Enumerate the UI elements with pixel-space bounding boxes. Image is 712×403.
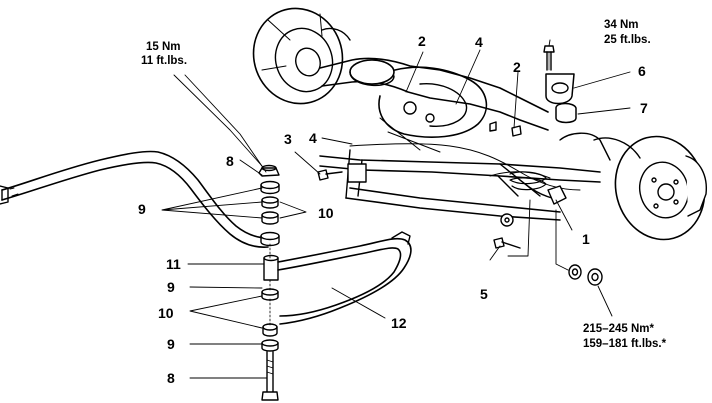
callout-9-bottom: 9: [167, 336, 175, 352]
stabilizer-bar-top: [0, 150, 269, 248]
leader-lines: [161, 39, 631, 379]
callout-8-top: 8: [226, 153, 234, 169]
left-brake-rotor: [252, 7, 351, 105]
callout-10-lower: 10: [158, 305, 174, 321]
callout-labels: 15 Nm 11 ft.lbs. 34 Nm 25 ft.lbs. 215–24…: [138, 19, 667, 386]
stabilizer-bar-lower-12: [277, 231, 412, 325]
callout-9-top: 9: [138, 201, 146, 217]
rear-axle-housing: [319, 57, 549, 153]
callout-6: 6: [638, 63, 646, 79]
axle-nut-torque-nm: 215–245 Nm*: [583, 323, 654, 335]
coil-spring: [509, 171, 547, 191]
right-brake-rotor: [559, 132, 707, 241]
callout-2-upper: 2: [418, 33, 426, 49]
loose-hardware: [317, 121, 603, 286]
callout-2-right: 2: [513, 59, 521, 75]
bracket-bolt-torque-nm: 34 Nm: [604, 19, 639, 31]
callout-5: 5: [480, 286, 488, 302]
callout-4-upper: 4: [475, 34, 483, 50]
callout-8-bottom: 8: [167, 370, 175, 386]
callout-11: 11: [166, 256, 181, 272]
callout-4-left: 4: [309, 130, 317, 146]
callout-10-upper: 10: [318, 205, 334, 221]
callout-12: 12: [391, 315, 407, 331]
callout-3: 3: [284, 131, 292, 147]
stabilizer-nut-torque-nm: 15 Nm: [146, 41, 181, 53]
bushing-bracket-6-7: [543, 45, 577, 124]
callout-9-middle: 9: [167, 279, 175, 295]
callout-7: 7: [640, 100, 648, 116]
callout-1: 1: [582, 231, 590, 247]
stabilizer-link-stack: [258, 164, 280, 401]
bracket-bolt-torque-ftlbs: 25 ft.lbs.: [604, 34, 651, 46]
axle-nut-torque-ftlbs: 159–181 ft.lbs.*: [583, 338, 667, 350]
stabilizer-nut-torque-ftlbs: 11 ft.lbs.: [141, 55, 187, 67]
